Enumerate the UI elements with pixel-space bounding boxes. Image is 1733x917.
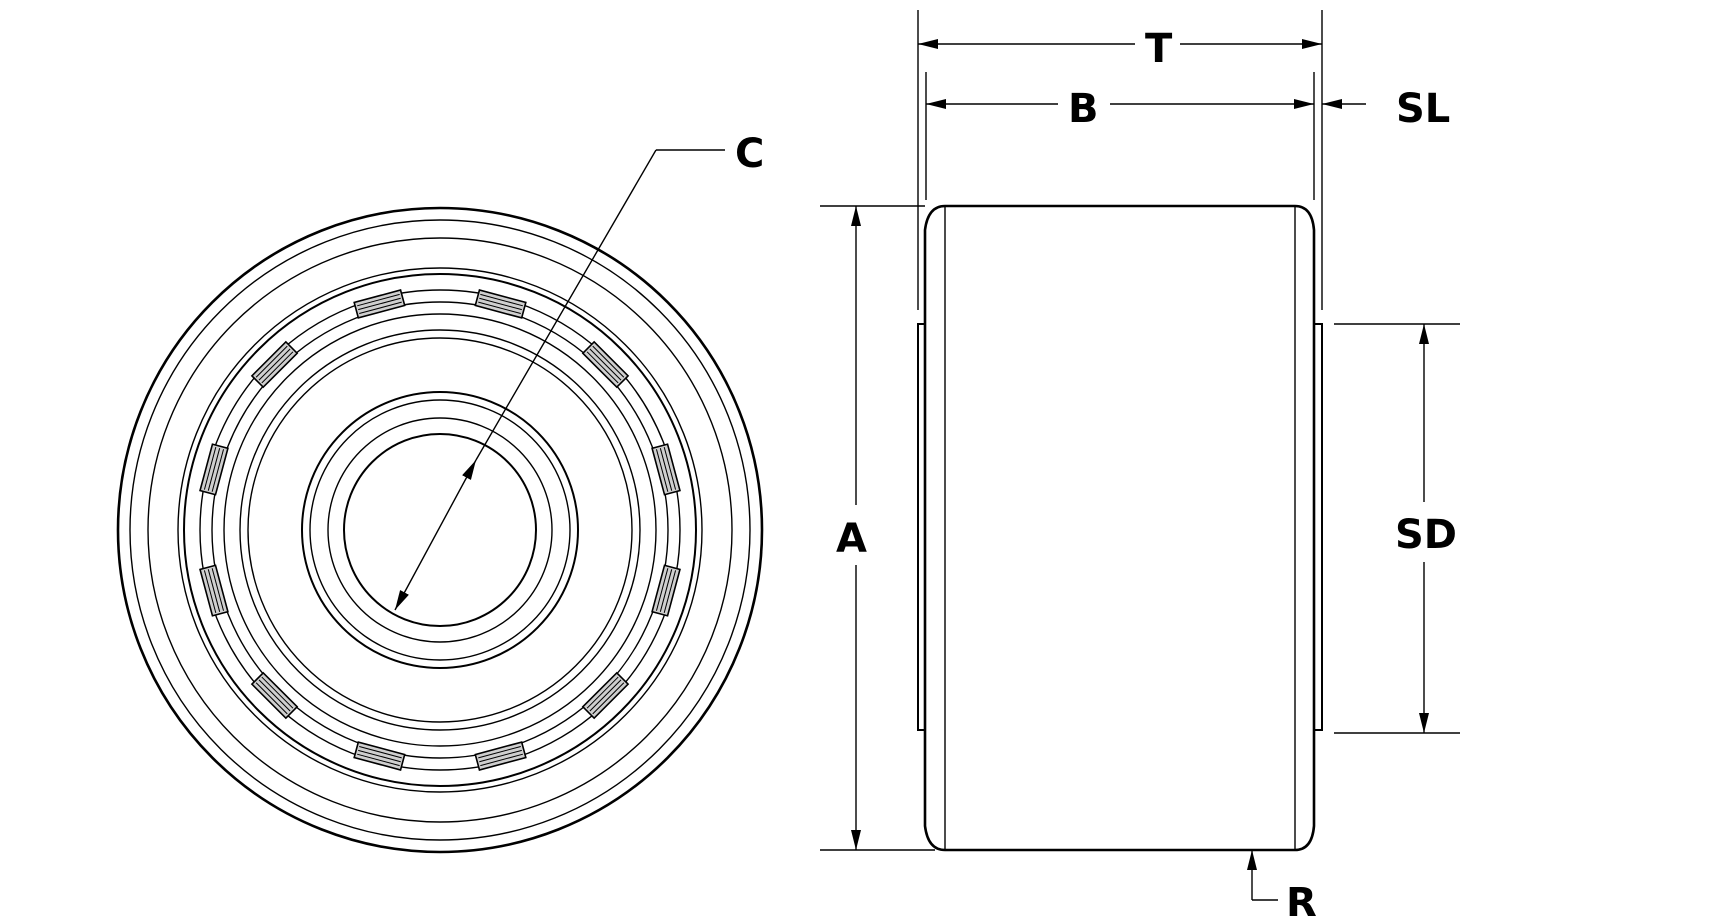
roller bbox=[250, 671, 299, 720]
label-t: T bbox=[1145, 26, 1173, 72]
outer-ring-body bbox=[923, 204, 1316, 852]
dimension-a: A bbox=[820, 205, 935, 851]
roller bbox=[651, 564, 681, 617]
roller bbox=[353, 289, 406, 319]
bore bbox=[343, 433, 537, 627]
outer-ring-face bbox=[147, 237, 733, 823]
dimension-t: T bbox=[917, 10, 1323, 310]
roller bbox=[250, 340, 299, 389]
inner-ring-step bbox=[301, 391, 579, 669]
inner-ring-shoulder bbox=[247, 337, 633, 723]
label-r: R bbox=[1286, 880, 1317, 917]
outer-ring-edge bbox=[116, 206, 764, 854]
dimension-r: R bbox=[1247, 850, 1317, 917]
cage-inner bbox=[211, 301, 669, 759]
inner-ring-face bbox=[239, 329, 641, 731]
label-sl: SL bbox=[1396, 86, 1450, 132]
roller bbox=[199, 564, 229, 617]
roller bbox=[474, 741, 527, 771]
label-b: B bbox=[1068, 86, 1099, 132]
roller bbox=[581, 671, 630, 720]
outer-ring-chamfer bbox=[129, 219, 751, 841]
bearing-front-view bbox=[116, 206, 764, 854]
inner-ring-outer bbox=[223, 313, 657, 747]
bearing-side-view bbox=[917, 204, 1323, 852]
label-sd: SD bbox=[1395, 512, 1457, 558]
outer-ring-bore bbox=[183, 273, 697, 787]
label-c: C bbox=[735, 131, 764, 177]
label-a: A bbox=[836, 516, 867, 562]
dimension-sd: SD bbox=[1334, 323, 1460, 734]
inner-ring-right-stub bbox=[1315, 323, 1323, 731]
dimension-sl: SL bbox=[1322, 86, 1450, 132]
roller-set bbox=[199, 289, 681, 771]
cage-outer bbox=[199, 289, 681, 771]
dimension-b: B bbox=[925, 72, 1315, 200]
roller bbox=[651, 443, 681, 496]
roller bbox=[199, 443, 229, 496]
bore-chamfer bbox=[327, 417, 553, 643]
inner-ring-left-stub bbox=[917, 323, 925, 731]
roller bbox=[474, 289, 527, 319]
roller bbox=[581, 340, 630, 389]
inner-ring-step-inner bbox=[309, 399, 571, 661]
outer-ring-inner-edge bbox=[177, 267, 703, 793]
dimension-c: C bbox=[394, 131, 764, 611]
roller bbox=[353, 741, 406, 771]
